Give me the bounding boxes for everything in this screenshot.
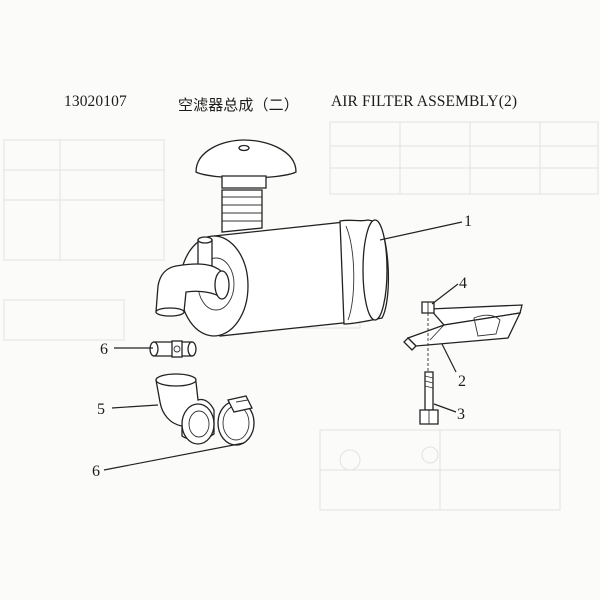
part-number: 13020107 <box>64 93 127 110</box>
hose-clamp-lower <box>217 395 255 446</box>
leader-line-2 <box>441 343 457 373</box>
leader-line-1 <box>379 221 463 241</box>
bolt <box>419 371 439 425</box>
title-english: AIR FILTER ASSEMBLY(2) <box>331 93 518 110</box>
leader-line-3 <box>433 403 457 413</box>
air-filter-housing <box>155 139 390 337</box>
mounting-bracket <box>403 304 523 351</box>
leader-line-6-lower <box>103 442 245 471</box>
callout-2: 2 <box>458 373 466 390</box>
clamp-ring-upper <box>149 340 197 358</box>
nut <box>421 301 435 372</box>
callout-1: 1 <box>464 213 472 230</box>
callout-3: 3 <box>457 406 465 423</box>
callout-5: 5 <box>97 401 105 418</box>
callout-4: 4 <box>459 275 467 292</box>
leader-line-4 <box>431 283 459 305</box>
rubber-elbow-hose <box>155 373 215 445</box>
callout-6-lower: 6 <box>92 463 100 480</box>
leader-line-5 <box>111 404 159 409</box>
title-chinese: 空滤器总成（二） <box>178 96 299 114</box>
callout-6-upper: 6 <box>100 341 108 358</box>
